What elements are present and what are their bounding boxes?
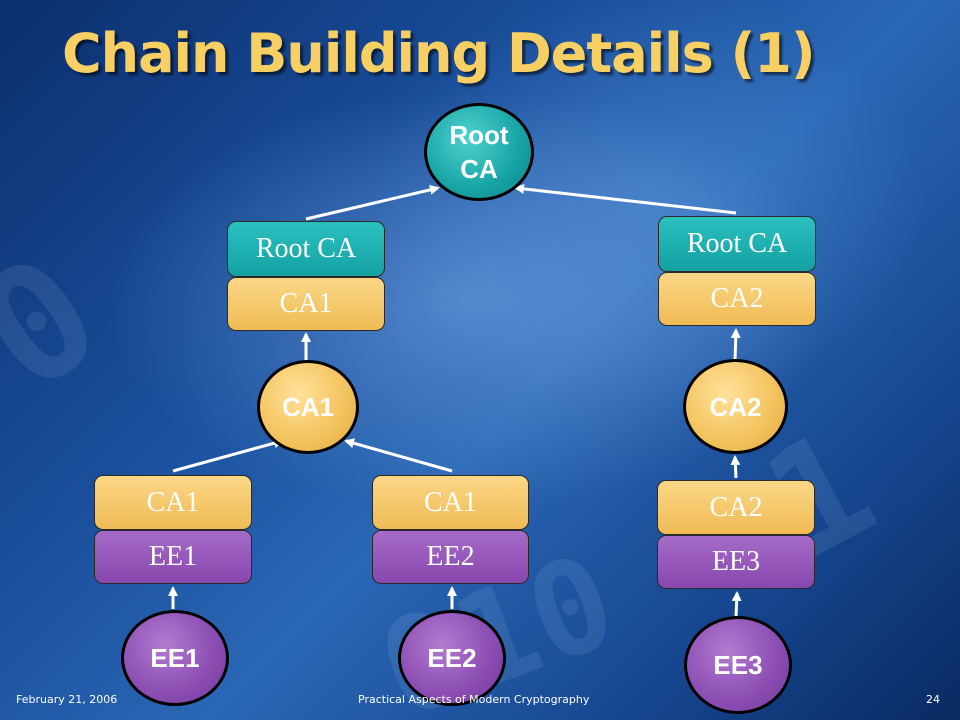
ee2-cert-subject: EE2 bbox=[372, 530, 529, 584]
ee3-node: EE3 bbox=[684, 616, 792, 714]
ee1-node: EE1 bbox=[121, 610, 229, 706]
ca1-node-label: CA1 bbox=[281, 392, 334, 422]
ca2-node-label: CA2 bbox=[709, 391, 762, 422]
ca2-cert-subject: CA2 bbox=[658, 272, 816, 326]
root-ca-node-label-line1: Root bbox=[449, 120, 509, 150]
arrow-ee2cert-to-ca1 bbox=[344, 438, 453, 473]
arrow-ee3cert-to-ca2 bbox=[730, 455, 741, 479]
ee2-node: EE2 bbox=[398, 610, 506, 706]
footer-page-number: 24 bbox=[926, 693, 940, 706]
ee2-cert-issuer: CA1 bbox=[372, 475, 529, 530]
ee1-node-label: EE1 bbox=[150, 643, 200, 673]
ee3-cert-subject: EE3 bbox=[657, 535, 815, 589]
ca1-cert-issuer: Root CA bbox=[227, 221, 385, 277]
arrow-ee3-to-ee3cert bbox=[731, 591, 742, 617]
root-ca-node: Root CA bbox=[424, 103, 534, 201]
ee3-cert-issuer: CA2 bbox=[657, 480, 815, 535]
footer-date: February 21, 2006 bbox=[16, 693, 118, 706]
footer-course: Practical Aspects of Modern Cryptography bbox=[358, 693, 590, 706]
arrow-ca1cert-to-root bbox=[305, 184, 440, 221]
slide-title: Chain Building Details (1) bbox=[62, 22, 816, 85]
root-ca-node-label-line2: CA bbox=[460, 154, 498, 184]
ee2-node-label: EE2 bbox=[427, 643, 477, 673]
ca1-node: CA1 bbox=[257, 360, 359, 454]
ee1-cert-issuer: CA1 bbox=[94, 475, 252, 530]
arrow-ca2-to-ca2cert bbox=[730, 328, 741, 361]
ee1-cert-subject: EE1 bbox=[94, 530, 252, 584]
ca1-cert-subject: CA1 bbox=[227, 277, 385, 331]
ca2-node: CA2 bbox=[683, 359, 788, 454]
arrow-ee1cert-to-ca1 bbox=[172, 438, 284, 473]
ca2-cert-issuer: Root CA bbox=[658, 216, 816, 272]
arrow-ca2cert-to-root bbox=[514, 183, 737, 215]
ee3-node-label: EE3 bbox=[713, 650, 763, 680]
